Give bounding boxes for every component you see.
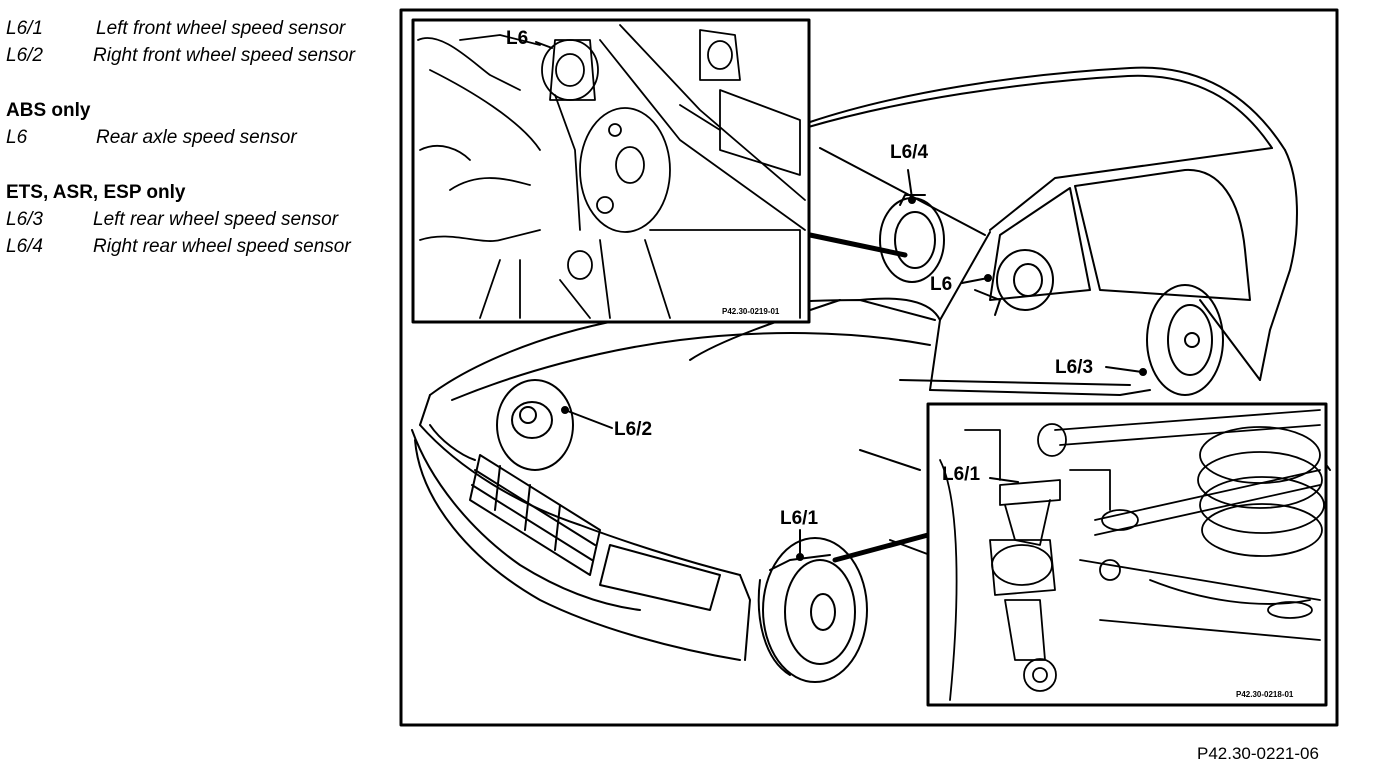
inset-top-code: P42.30-0219-01: [722, 307, 780, 316]
callout-l6-3: L6/3: [1055, 357, 1094, 378]
callout-l6-inset: L6: [506, 28, 529, 49]
callout-l6-4: L6/4: [890, 142, 929, 163]
legend-desc: Rear axle speed sensor: [96, 127, 297, 148]
rear-axle-differential: [974, 249, 1054, 316]
legend-code: L6/3: [6, 209, 43, 230]
leader-l6-3: [1105, 366, 1143, 373]
legend-code: L6/4: [6, 236, 43, 257]
leader-dot: [908, 196, 916, 204]
callout-l6-1-car: L6/1: [780, 508, 819, 529]
legend-desc: Right front wheel speed sensor: [93, 45, 355, 66]
leader-l6-2: [564, 409, 613, 429]
diagram-frame: [399, 8, 1339, 727]
front-left-wheel: [757, 537, 868, 683]
leader-l6-4: [907, 169, 913, 199]
leader-l6-1-inset: [989, 477, 1019, 483]
legend-heading-ets: ETS, ASR, ESP only: [6, 182, 186, 203]
front-right-wheel: [496, 379, 574, 471]
car-outline: [411, 66, 1331, 661]
legend-heading-abs: ABS only: [6, 100, 91, 121]
rear-left-wheel: [1146, 284, 1224, 396]
legend-item-l6-2: L6/2 Right front wheel speed sensor: [6, 41, 401, 68]
leader-l6-car: [961, 277, 989, 284]
callout-l6-2: L6/2: [614, 419, 653, 440]
leader-dot: [984, 274, 992, 282]
rear-right-wheel: [879, 194, 945, 283]
leader-dot: [561, 406, 569, 414]
leader-dot: [1139, 368, 1147, 376]
legend-item-l6-1: L6/1 Left front wheel speed sensor: [6, 14, 401, 41]
legend-code: L6/2: [6, 45, 43, 66]
legend-code: L6/1: [6, 18, 43, 39]
legend-code: L6: [6, 127, 28, 148]
callout-l6-1-inset: L6/1: [942, 464, 981, 485]
inset-bottom-code: P42.30-0218-01: [1236, 690, 1294, 699]
legend-desc: Left rear wheel speed sensor: [93, 209, 339, 230]
inset-bottom: [926, 402, 1328, 707]
legend-item-l6-4: L6/4 Right rear wheel speed sensor: [6, 232, 401, 259]
leader-dot: [796, 553, 804, 561]
figure-reference: P42.30-0221-06: [1197, 744, 1319, 763]
inset-connector-top: [807, 232, 908, 258]
legend-desc: Right rear wheel speed sensor: [93, 236, 351, 257]
legend: L6/1 Left front wheel speed sensor L6/2 …: [6, 14, 401, 259]
inset-top: [411, 18, 811, 324]
legend-item-l6: L6 Rear axle speed sensor: [6, 123, 401, 150]
callout-l6-car: L6: [930, 274, 953, 295]
legend-item-l6-3: L6/3 Left rear wheel speed sensor: [6, 205, 401, 232]
legend-desc: Left front wheel speed sensor: [96, 18, 346, 39]
inset-connector-bottom: [832, 532, 931, 563]
leader-l6-inset: [535, 41, 553, 49]
